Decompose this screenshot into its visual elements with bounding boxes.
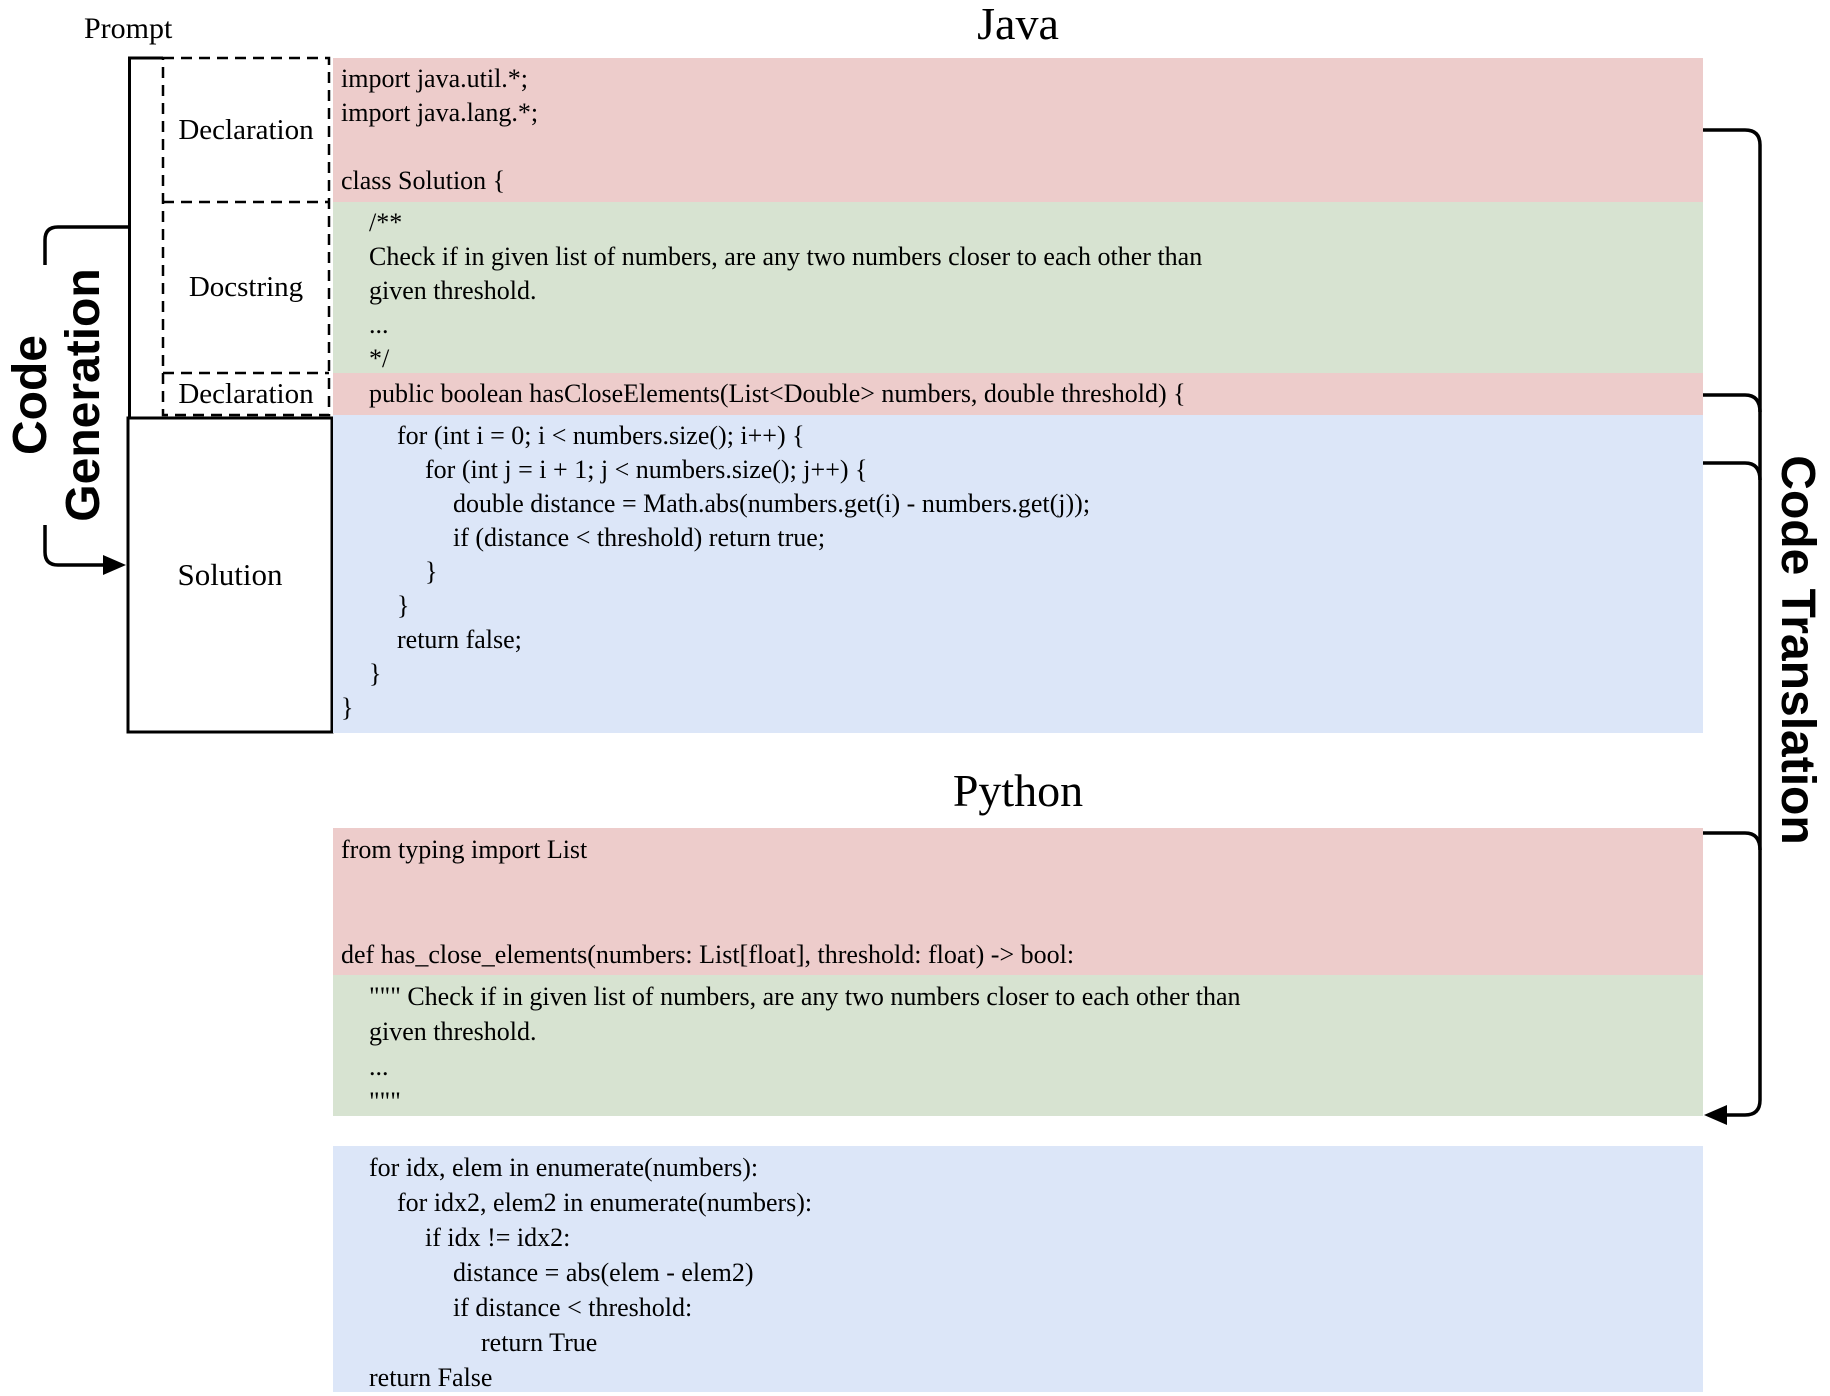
java-declaration-block: import java.util.*; import java.lang.*; c… bbox=[333, 58, 1703, 202]
code-line: given threshold. bbox=[369, 1017, 537, 1046]
java-solution-connector bbox=[1703, 461, 1762, 481]
solution-box bbox=[126, 416, 334, 734]
python-title: Python bbox=[952, 765, 1084, 816]
code-translation-rail bbox=[1703, 128, 1762, 1117]
code-line: def has_close_elements(numbers: List[flo… bbox=[341, 940, 1075, 969]
code-translation-arrowhead-icon bbox=[1704, 1105, 1727, 1125]
code-line: return false; bbox=[397, 625, 522, 654]
solution-label: Solution bbox=[177, 557, 283, 592]
python-declaration-connector bbox=[1703, 831, 1762, 851]
prompt-label: Prompt bbox=[84, 12, 173, 45]
python-solution-block: for idx, elem in enumerate(numbers): for … bbox=[333, 1146, 1703, 1392]
code-generation-label: Code Generation bbox=[4, 265, 110, 525]
code-line: from typing import List bbox=[341, 835, 588, 864]
code-line: for (int i = 0; i < numbers.size(); i++)… bbox=[397, 421, 805, 450]
code-line: if idx != idx2: bbox=[425, 1223, 571, 1252]
code-line: for idx, elem in enumerate(numbers): bbox=[369, 1153, 759, 1182]
code-line: } bbox=[397, 591, 410, 620]
code-line: double distance = Math.abs(numbers.get(i… bbox=[453, 489, 1091, 518]
code-line: /** bbox=[369, 208, 403, 237]
code-line: */ bbox=[369, 344, 390, 373]
code-line bbox=[333, 130, 1703, 164]
prompt-dashed-box bbox=[161, 56, 331, 417]
code-line: if (distance < threshold) return true; bbox=[453, 523, 826, 552]
code-line: return False bbox=[369, 1363, 493, 1392]
python-docstring-block: """ Check if in given list of numbers, a… bbox=[333, 975, 1703, 1116]
prompt-container-line bbox=[128, 56, 163, 418]
code-line bbox=[333, 867, 1703, 902]
code-line: ... bbox=[369, 310, 389, 339]
code-line: """ Check if in given list of numbers, a… bbox=[369, 982, 1241, 1011]
code-line: for (int j = i + 1; j < numbers.size(); … bbox=[425, 455, 868, 484]
java-declaration-connector bbox=[1703, 393, 1762, 413]
code-line: Check if in given list of numbers, are a… bbox=[369, 242, 1203, 271]
code-line: class Solution { bbox=[341, 166, 506, 195]
declaration-mid-label: Declaration bbox=[178, 377, 314, 410]
code-line: import java.lang.*; bbox=[341, 98, 539, 127]
python-declaration-block: from typing import List def has_close_el… bbox=[333, 828, 1703, 975]
code-line bbox=[333, 902, 1703, 937]
code-translation-label: Code Translation bbox=[1771, 455, 1824, 845]
code-line: for idx2, elem2 in enumerate(numbers): bbox=[397, 1188, 813, 1217]
code-line: public boolean hasCloseElements(List<Dou… bbox=[369, 379, 1186, 408]
code-line: ... bbox=[369, 1052, 389, 1081]
java-declaration2-block: public boolean hasCloseElements(List<Dou… bbox=[333, 373, 1703, 415]
docstring-label: Docstring bbox=[188, 271, 304, 303]
java-solution-block: for (int i = 0; i < numbers.size(); i++)… bbox=[333, 415, 1703, 733]
code-line: if distance < threshold: bbox=[453, 1293, 693, 1322]
code-line: return True bbox=[481, 1328, 598, 1357]
declaration-top-label: Declaration bbox=[178, 113, 314, 146]
code-line: } bbox=[425, 557, 438, 586]
code-line: """ bbox=[369, 1087, 401, 1116]
code-line: distance = abs(elem - elem2) bbox=[453, 1258, 754, 1287]
java-title: Java bbox=[977, 0, 1059, 49]
code-line: given threshold. bbox=[369, 276, 537, 305]
code-generation-arrowhead-icon bbox=[103, 555, 126, 575]
java-docstring-block: /** Check if in given list of numbers, ar… bbox=[333, 202, 1703, 373]
code-line: } bbox=[341, 693, 354, 722]
code-line: } bbox=[369, 659, 382, 688]
code-line: import java.util.*; bbox=[341, 64, 529, 93]
